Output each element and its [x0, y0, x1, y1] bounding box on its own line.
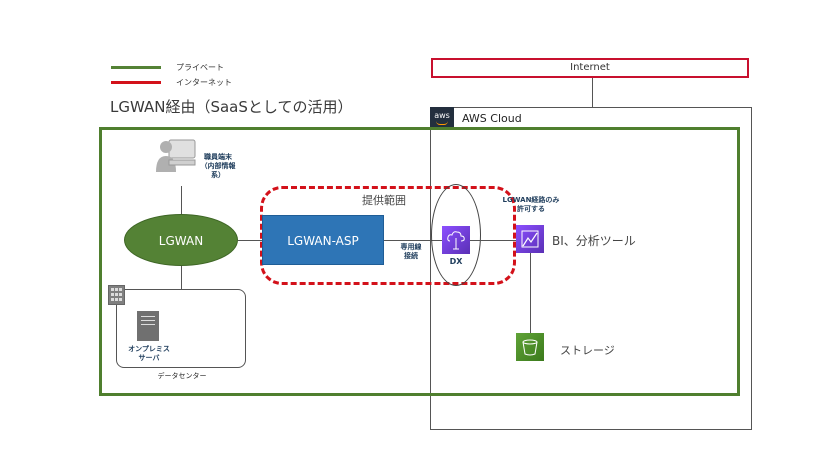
- server-icon: [137, 311, 159, 341]
- internet-aws-connector: [592, 78, 593, 107]
- internet-box: Internet: [431, 58, 749, 78]
- lgwan-datacenter-connector: [181, 266, 182, 289]
- dx-boundary-ellipse: [431, 184, 481, 286]
- terminal-lgwan-connector: [181, 186, 182, 214]
- terminal-label-line3: 系）: [211, 171, 225, 179]
- lgwan-only-label: LGWAN経路のみ 許可する: [495, 196, 567, 214]
- lgwan-asp-connector: [238, 240, 262, 241]
- storage-label: ストレージ: [560, 344, 615, 357]
- dedicated-line-label-2: 接続: [404, 252, 418, 260]
- dx-bi-connector: [470, 240, 518, 241]
- building-icon: [108, 285, 125, 305]
- legend-internet-line: [111, 81, 161, 84]
- aws-cloud-label: AWS Cloud: [462, 112, 522, 125]
- lgwan-only-line1: LGWAN経路のみ: [502, 196, 560, 204]
- aws-cloud-box: [430, 107, 752, 430]
- lgwan-node: LGWAN: [124, 214, 238, 266]
- legend-private-line: [111, 66, 161, 69]
- quicksight-icon: [516, 225, 544, 253]
- dx-label: DX: [449, 257, 463, 266]
- legend-internet-label: インターネット: [176, 78, 232, 87]
- private-network-boundary: [99, 127, 740, 396]
- direct-connect-icon: [442, 226, 470, 254]
- onprem-label-line2: サーバ: [138, 354, 160, 362]
- dedicated-line-label: 専用線 接続: [396, 243, 426, 261]
- terminal-label: 職員端末 （内部情報 系）: [200, 153, 236, 180]
- datacenter-label: データセンター: [157, 372, 207, 380]
- lgwan-asp-node: LGWAN-ASP: [262, 215, 384, 265]
- onprem-label-line1: オンプレミス: [128, 345, 170, 353]
- scope-label: 提供範囲: [362, 194, 406, 207]
- bi-label: BI、分析ツール: [552, 234, 636, 248]
- datacenter-box: [116, 289, 246, 368]
- user-terminal-icon: [156, 139, 196, 172]
- asp-dx-connector: [384, 240, 457, 241]
- terminal-label-line2: （内部情報: [200, 162, 236, 170]
- terminal-label-line1: 職員端末: [204, 153, 232, 161]
- bi-storage-connector: [530, 253, 531, 333]
- service-scope-boundary: [260, 186, 516, 285]
- lgwan-only-line2: 許可する: [517, 205, 545, 213]
- aws-logo-icon: aws: [430, 107, 454, 129]
- legend-private-label: プライベート: [176, 63, 224, 72]
- s3-bucket-icon: [516, 333, 544, 361]
- onprem-server-label: オンプレミス サーバ: [124, 345, 174, 363]
- diagram-title: LGWAN経由（SaaSとしての活用）: [110, 98, 353, 116]
- dedicated-line-label-1: 専用線: [400, 243, 422, 251]
